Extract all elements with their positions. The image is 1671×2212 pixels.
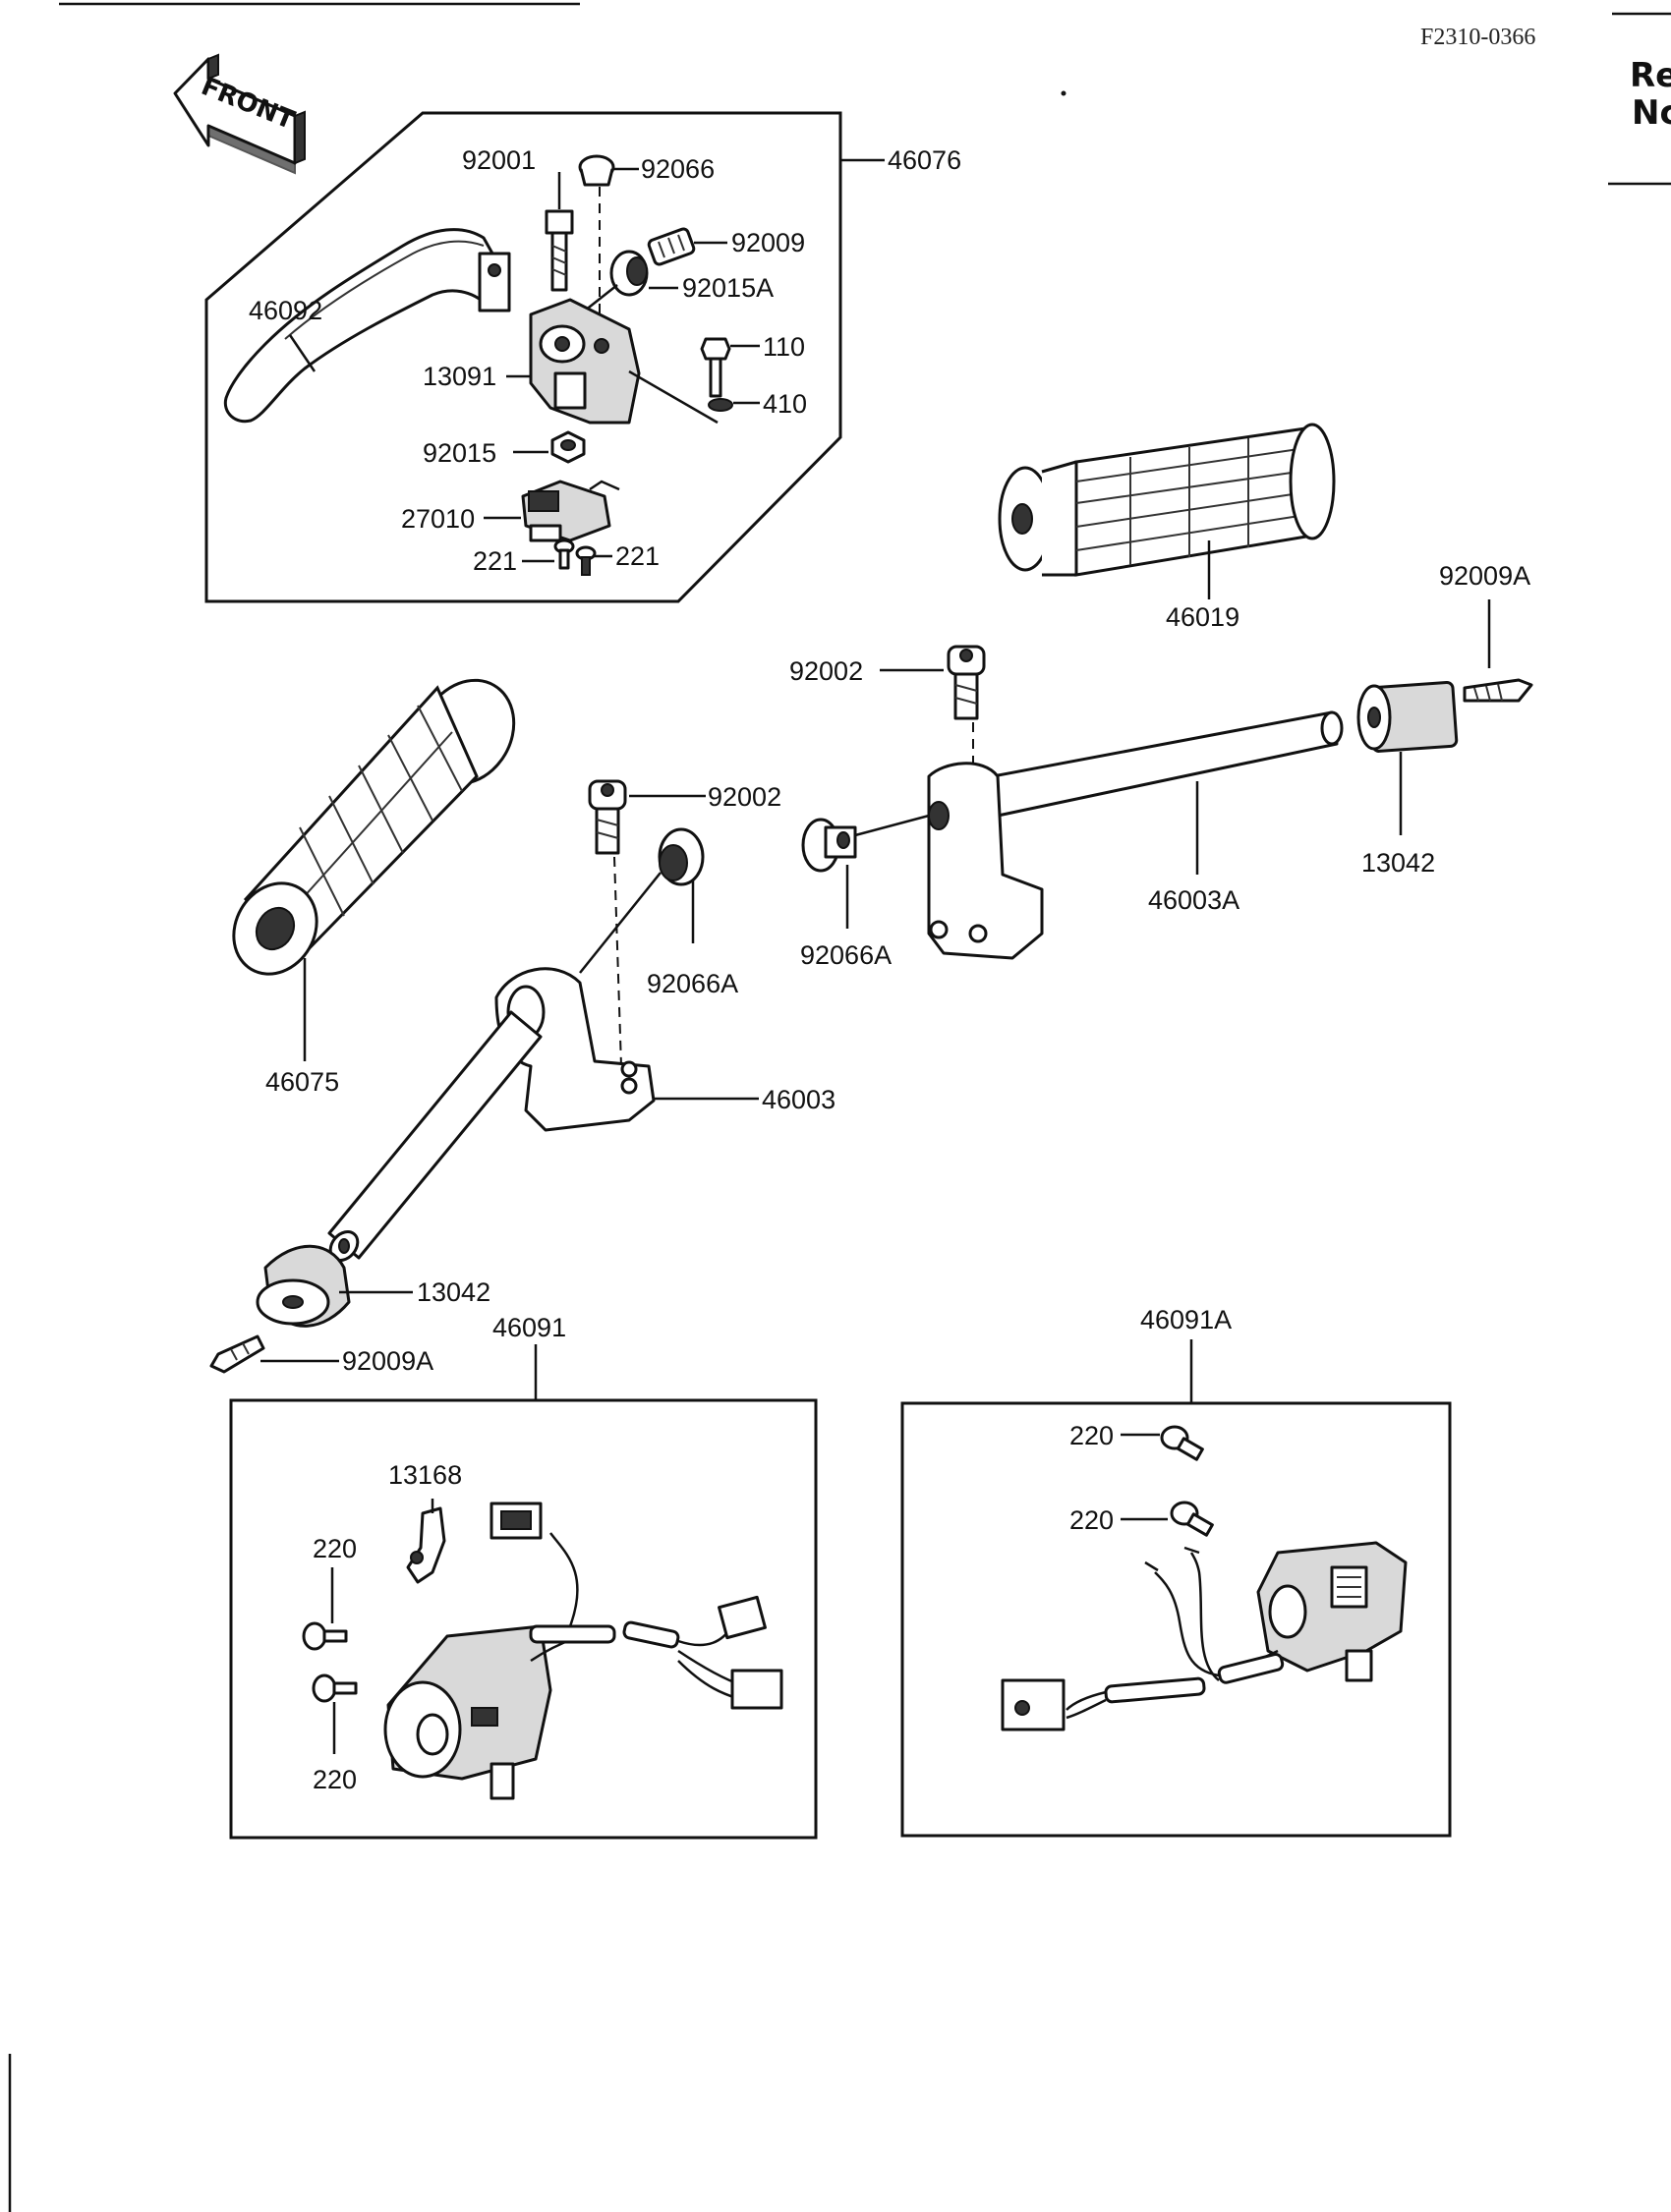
label-92015: 92015	[423, 438, 496, 468]
label-92009A-left: 92009A	[342, 1346, 433, 1376]
label-220-r1: 220	[1069, 1421, 1114, 1450]
label-46092: 46092	[249, 296, 322, 325]
adjuster-screw-92009	[647, 227, 696, 266]
screw-220-left-upper	[302, 1621, 348, 1651]
clamp-bolt-92002-top	[947, 645, 986, 720]
label-27010: 27010	[401, 504, 475, 534]
bar-end-weight-13042-right	[1356, 680, 1459, 753]
screw-221-left	[553, 539, 575, 570]
locknut-92015A	[609, 250, 649, 297]
guide-13091	[628, 369, 719, 425]
end-screw-92009A-right	[1463, 678, 1533, 703]
label-13042-right: 13042	[1361, 848, 1435, 878]
handlebar-46003A	[927, 710, 1344, 960]
pivot-bolt-92001	[545, 209, 574, 292]
label-46076: 46076	[888, 145, 961, 175]
right-switch-box	[900, 1401, 1452, 1838]
label-92001: 92001	[462, 145, 536, 175]
label-410: 410	[763, 389, 807, 419]
side-text-line2: Nc	[1632, 93, 1671, 133]
clamp-clip-13168	[406, 1506, 446, 1584]
label-92009: 92009	[731, 228, 805, 257]
guide-92066A-right	[854, 814, 930, 837]
label-46091: 46091	[492, 1313, 566, 1342]
left-grip-46075	[232, 678, 516, 976]
label-13091: 13091	[423, 362, 496, 391]
label-110: 110	[763, 332, 805, 362]
end-screw-92009A-left	[209, 1334, 265, 1374]
throttle-grip-46019	[998, 423, 1336, 577]
front-direction-arrow: FRONT	[173, 53, 306, 175]
lever-holder-13091	[529, 298, 641, 425]
guide-92066A-left	[579, 872, 662, 974]
label-13042-left: 13042	[417, 1277, 490, 1307]
label-220-l1: 220	[313, 1534, 357, 1563]
clutch-lever-46092	[223, 228, 511, 424]
screw-220-right-upper	[1160, 1425, 1204, 1461]
label-220-l2: 220	[313, 1765, 357, 1794]
handlebar-46003	[327, 967, 656, 1262]
label-46091A: 46091A	[1140, 1305, 1232, 1334]
label-92015A: 92015A	[682, 273, 774, 303]
label-220-r2: 220	[1069, 1505, 1114, 1535]
label-13168: 13168	[388, 1460, 462, 1490]
diagram-code: F2310-0366	[1420, 25, 1535, 50]
clutch-switch-27010	[521, 480, 620, 542]
left-switch-box	[229, 1398, 818, 1840]
bar-end-weight-13042-left	[256, 1244, 351, 1328]
right-handlebar-switch-46091A	[1001, 1541, 1408, 1731]
screw-220-right-lower	[1170, 1501, 1214, 1537]
clamp-bolt-92002-mid	[588, 779, 627, 855]
label-221a: 221	[473, 546, 517, 576]
label-92066A-left: 92066A	[647, 969, 738, 998]
label-46019: 46019	[1166, 602, 1239, 632]
left-handlebar-switch-46091	[383, 1502, 783, 1800]
label-92009A-top: 92009A	[1439, 561, 1530, 591]
scan-speck	[1061, 90, 1066, 96]
dash-92002-mid	[613, 856, 622, 1067]
washer-410	[708, 398, 733, 412]
label-46003A: 46003A	[1148, 885, 1239, 915]
label-92002-top: 92002	[789, 656, 863, 686]
label-92066: 92066	[641, 154, 715, 184]
leader-46092	[288, 334, 317, 372]
screw-220-left-lower	[312, 1673, 358, 1703]
label-92002-mid: 92002	[708, 782, 781, 812]
plug-92066A-right	[801, 818, 857, 873]
label-46003: 46003	[762, 1085, 836, 1114]
label-92066A-right: 92066A	[800, 940, 892, 970]
cap-92066	[578, 154, 615, 187]
lever-assembly-box	[204, 111, 842, 603]
nut-92015	[550, 430, 586, 464]
screw-221-right	[575, 545, 597, 576]
label-221b: 221	[615, 541, 660, 571]
side-text-line1: Re	[1630, 56, 1671, 95]
bolt-110	[700, 337, 731, 398]
plug-92066A-left	[658, 827, 705, 886]
label-46075: 46075	[265, 1067, 339, 1097]
